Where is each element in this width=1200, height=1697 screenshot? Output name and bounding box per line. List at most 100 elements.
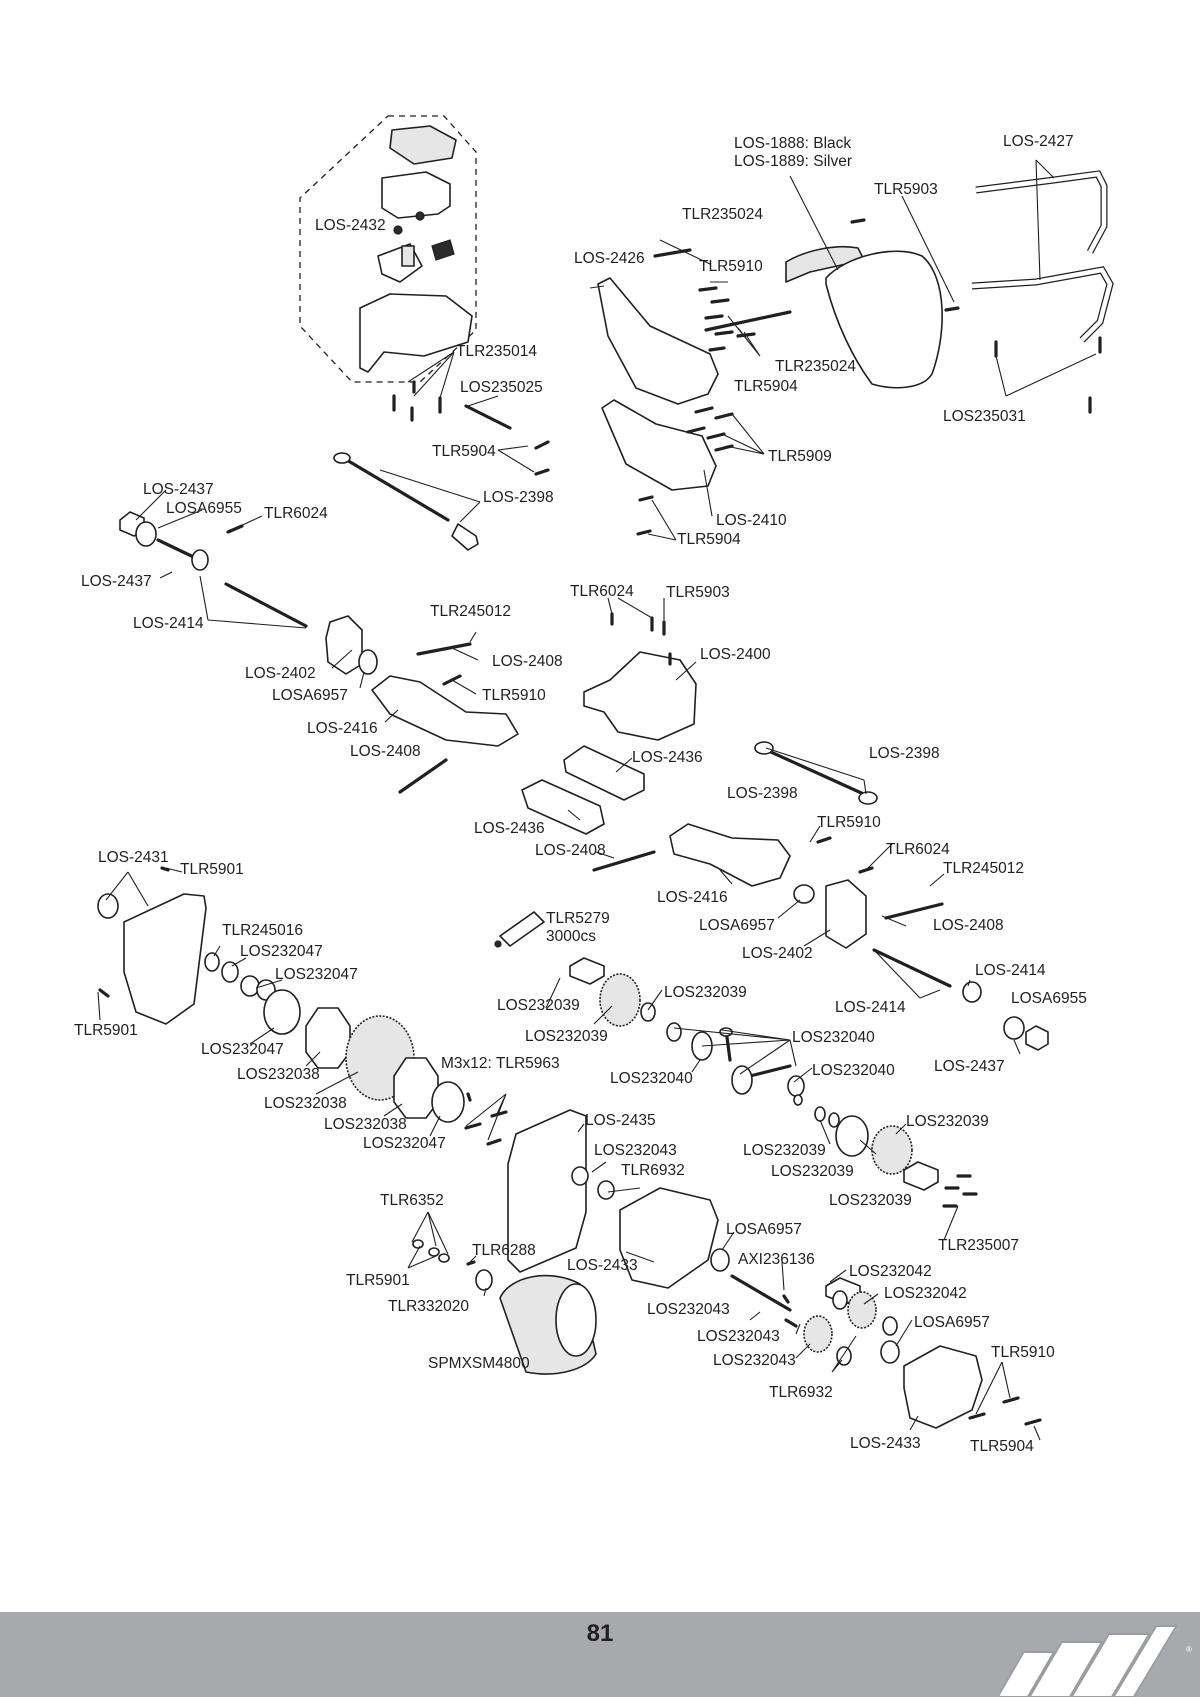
part-label: TLR5904 xyxy=(677,531,741,548)
part-label: TLR6024 xyxy=(886,841,950,858)
part-label: LOSA6955 xyxy=(166,500,242,517)
part-label: TLR235014 xyxy=(456,343,537,360)
part-label: TLR5910 xyxy=(699,258,763,275)
part-label: AXI236136 xyxy=(738,1251,815,1268)
part-label: LOS-2408 xyxy=(933,917,1004,934)
part-label: LOS-2431 xyxy=(98,849,169,866)
gearbox-case xyxy=(619,1187,798,1328)
part-label: TLR332020 xyxy=(388,1298,469,1315)
part-label: LOS235031 xyxy=(943,408,1026,425)
part-label: TLR6932 xyxy=(769,1384,833,1401)
motor xyxy=(412,1239,597,1375)
part-label: TLR245016 xyxy=(222,922,303,939)
part-label: LOSA6957 xyxy=(699,917,775,934)
part-label: LOS-2436 xyxy=(632,749,703,766)
part-label: TLR235007 xyxy=(938,1237,1019,1254)
part-label: TLR5910 xyxy=(817,814,881,831)
part-label: TLR5904 xyxy=(432,443,496,460)
part-label: LOS-2433 xyxy=(567,1257,638,1274)
part-label: LOS232043 xyxy=(697,1328,780,1345)
part-label: LOS-2408 xyxy=(492,653,563,670)
part-label: LOS232043 xyxy=(594,1142,677,1159)
part-label: LOS232039 xyxy=(497,997,580,1014)
part-label: TLR235024 xyxy=(682,206,763,223)
part-label: LOS232039 xyxy=(771,1163,854,1180)
part-label: 3000cs xyxy=(546,928,596,945)
part-label: LOS232043 xyxy=(647,1301,730,1318)
part-label: LOS-2427 xyxy=(1003,133,1074,150)
leader-lines xyxy=(97,159,1097,1441)
part-label: LOS-1889: Silver xyxy=(734,153,852,170)
part-label: LOS-2408 xyxy=(535,842,606,859)
part-label: TLR245012 xyxy=(943,860,1024,877)
part-label: LOS232043 xyxy=(713,1352,796,1369)
part-label: TLR6024 xyxy=(264,505,328,522)
turnbuckle-upper xyxy=(333,452,479,551)
part-label: LOS232047 xyxy=(275,966,358,983)
left-axle-cluster xyxy=(119,511,378,675)
part-label: LOS-2416 xyxy=(307,720,378,737)
part-label: TLR235024 xyxy=(775,358,856,375)
part-label: TLR5909 xyxy=(768,448,832,465)
part-label: LOS232042 xyxy=(849,1263,932,1280)
part-label: LOS-2398 xyxy=(727,785,798,802)
screw-group-a xyxy=(698,286,756,352)
part-label: LOS232040 xyxy=(812,1062,895,1079)
right-suspension-arm xyxy=(592,823,1049,1051)
center-bulkhead xyxy=(583,612,697,741)
part-label: LOS232040 xyxy=(792,1029,875,1046)
part-label: SPMXSM4800 xyxy=(428,1355,530,1372)
part-label: TLR5901 xyxy=(180,861,244,878)
diff-screws xyxy=(942,1174,978,1208)
part-label: LOSA6957 xyxy=(726,1221,802,1238)
part-label: TLR5279 xyxy=(546,910,610,927)
page-footer-band xyxy=(0,1612,1200,1697)
part-label: LOS-2436 xyxy=(474,820,545,837)
part-label: LOSA6955 xyxy=(1011,990,1087,1007)
part-label: TLR5904 xyxy=(970,1438,1034,1455)
part-label: TLR5910 xyxy=(482,687,546,704)
part-label: TLR5910 xyxy=(991,1344,1055,1361)
part-label: LOS232039 xyxy=(525,1028,608,1045)
part-label: LOS-2410 xyxy=(716,512,787,529)
part-label: TLR6932 xyxy=(621,1162,685,1179)
part-label: TLR5901 xyxy=(346,1272,410,1289)
part-label: LOS-2426 xyxy=(574,250,645,267)
part-labels: LOS-2432 TLR235014 LOS235025 TLR5904 LOS… xyxy=(74,133,1087,1455)
part-label: LOS-1888: Black xyxy=(734,135,851,152)
part-label: LOS232038 xyxy=(237,1066,320,1083)
part-label: LOS-2414 xyxy=(835,999,906,1016)
part-label: LOS-2414 xyxy=(133,615,204,632)
gearbox-cover xyxy=(97,866,207,1025)
differential-gears xyxy=(569,957,939,1191)
slipper-clutch-stack xyxy=(204,952,508,1146)
arm-mounts xyxy=(521,745,645,835)
part-label: TLR5903 xyxy=(874,181,938,198)
part-label: TLR6352 xyxy=(380,1192,444,1209)
part-label: LOS232038 xyxy=(324,1116,407,1133)
part-label: LOS235025 xyxy=(460,379,543,396)
part-label: LOS-2437 xyxy=(143,481,214,498)
part-label: TLR5903 xyxy=(666,584,730,601)
part-label: LOSA6957 xyxy=(914,1314,990,1331)
bumper-bars xyxy=(971,170,1114,414)
part-label: LOS232040 xyxy=(610,1070,693,1087)
part-label: M3x12: TLR5963 xyxy=(441,1055,560,1072)
part-label: LOS232042 xyxy=(884,1285,967,1302)
part-label: LOS-2414 xyxy=(975,962,1046,979)
part-label: LOS232039 xyxy=(664,984,747,1001)
part-label: LOS-2437 xyxy=(934,1058,1005,1075)
part-label: LOS232039 xyxy=(906,1113,989,1130)
part-label: LOSA6957 xyxy=(272,687,348,704)
losi-logo: ® xyxy=(1000,1625,1192,1697)
part-label: LOS232047 xyxy=(240,943,323,960)
svg-text:®: ® xyxy=(1186,1645,1192,1654)
part-label: LOS-2408 xyxy=(350,743,421,760)
part-label: LOS-2437 xyxy=(81,573,152,590)
part-label: LOS232039 xyxy=(829,1192,912,1209)
part-label: LOS-2433 xyxy=(850,1435,921,1452)
part-label: LOS232038 xyxy=(264,1095,347,1112)
part-label: LOS-2432 xyxy=(315,217,386,234)
part-label: TLR5904 xyxy=(734,378,798,395)
